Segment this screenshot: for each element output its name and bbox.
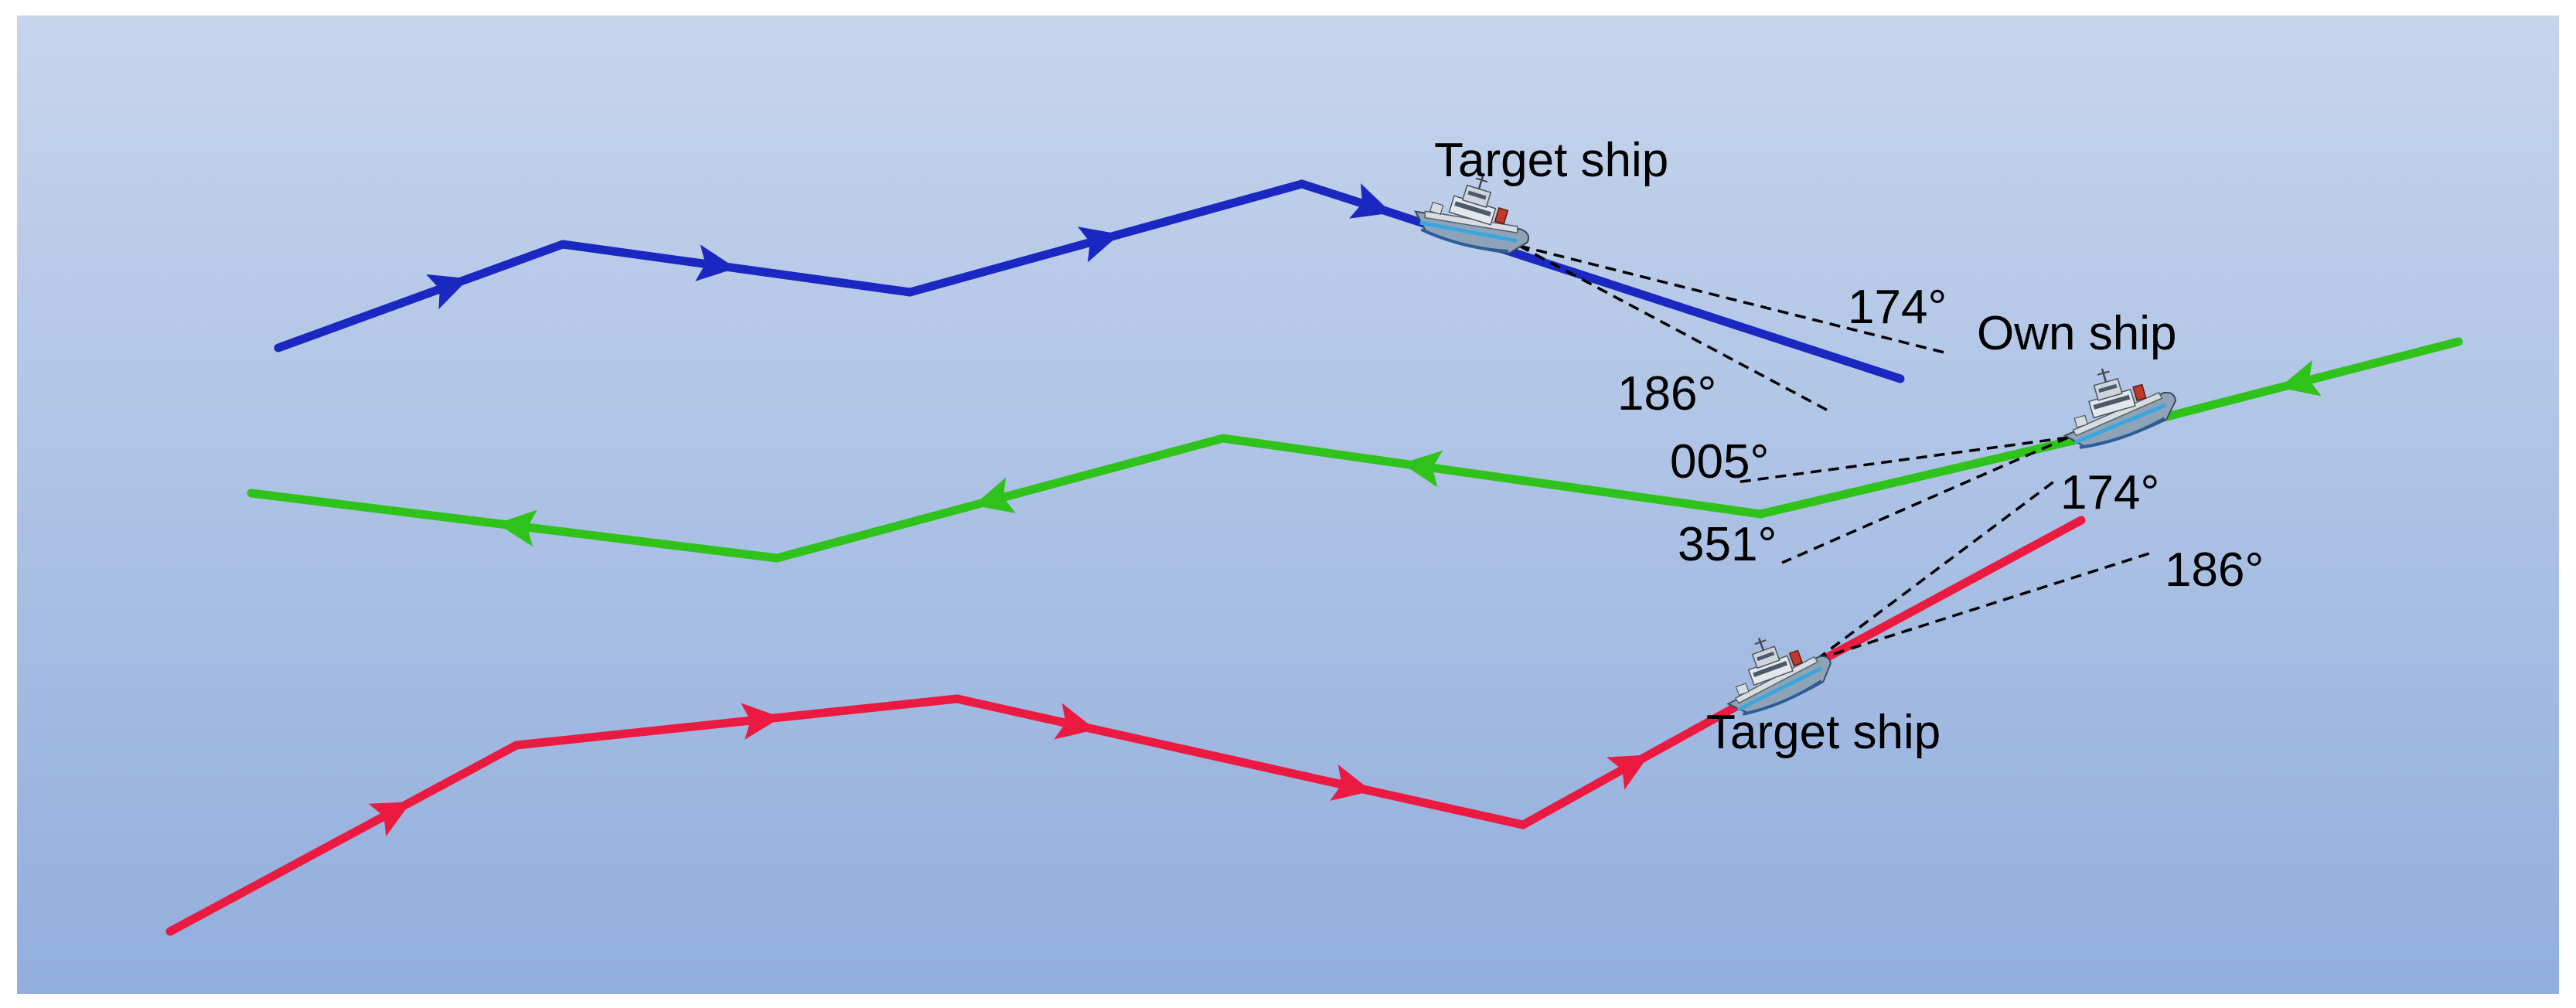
bearing-lines [1518,244,2150,661]
arrowhead-icon [973,477,1016,513]
arrowhead-icon [1330,765,1372,801]
bearing-line-own-005 [1735,436,2069,484]
arrowhead-icon [741,703,782,741]
bearing-label-bottom-186: 186° [2165,543,2264,597]
arrowhead-icon [496,509,538,547]
bearing-line-bottom-174 [1815,479,2056,661]
arrowhead-icon [1054,703,1096,740]
arrowhead-icon [695,244,737,281]
bearing-label-top-174: 174° [1848,281,1947,334]
arrowhead-icon [426,274,469,309]
target-ship-label-bottom: Target ship [1706,706,1941,759]
arrowhead-icon [2279,359,2322,397]
bearing-label-own-351: 351° [1678,518,1777,571]
target-ship-label-top: Target ship [1434,134,1668,187]
own-ship-label: Own ship [1977,307,2176,360]
sea-panel [17,15,2559,994]
arrowhead-icon [368,802,411,837]
bearing-line-top-174 [1518,244,1945,354]
bearing-label-own-005: 005° [1670,435,1769,489]
bearing-label-bottom-174: 174° [2060,466,2159,519]
arrowhead-icon [1402,450,1443,488]
arrowhead-icon [1349,183,1392,219]
arrowhead-icon [1606,754,1650,790]
bearing-label-top-186: 186° [1617,367,1716,421]
bearing-line-top-186 [1518,244,1833,414]
arrowhead-icon [1077,226,1120,263]
bearing-line-bottom-186 [1816,552,2150,661]
